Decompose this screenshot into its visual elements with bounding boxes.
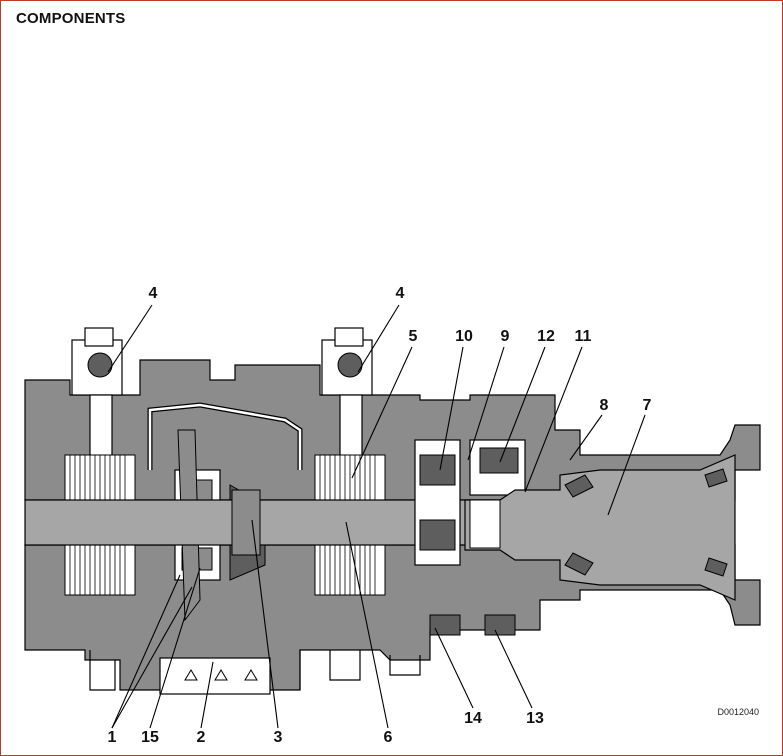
center-disc (231, 489, 261, 556)
callout-4-right: 4 (395, 285, 405, 302)
callout-14: 14 (464, 710, 482, 727)
gear-section (414, 439, 526, 636)
callout-2: 2 (196, 729, 206, 746)
callout-1: 1 (107, 729, 117, 746)
callout-13: 13 (526, 710, 544, 727)
callout-15: 15 (141, 729, 159, 746)
clutch-plates (69, 455, 376, 595)
callout-3: 3 (273, 729, 283, 746)
drawing-code: D0012040 (717, 707, 759, 717)
output-bearings (564, 468, 728, 577)
callout-11: 11 (574, 328, 592, 345)
leader-lines (107, 304, 646, 729)
output-shaft (464, 454, 736, 601)
callout-8: 8 (599, 397, 609, 414)
output-bore (469, 499, 501, 549)
callout-10: 10 (455, 328, 473, 345)
callout-5: 5 (408, 328, 418, 345)
callout-7: 7 (642, 397, 652, 414)
upper-housing (24, 359, 761, 501)
callout-9: 9 (500, 328, 510, 345)
callout-6: 6 (383, 729, 393, 746)
page-title: COMPONENTS (16, 10, 126, 27)
callout-12: 12 (537, 328, 555, 345)
pan-bolts (184, 669, 258, 681)
callout-4-left: 4 (148, 285, 158, 302)
solenoid-valve-left (71, 327, 123, 466)
